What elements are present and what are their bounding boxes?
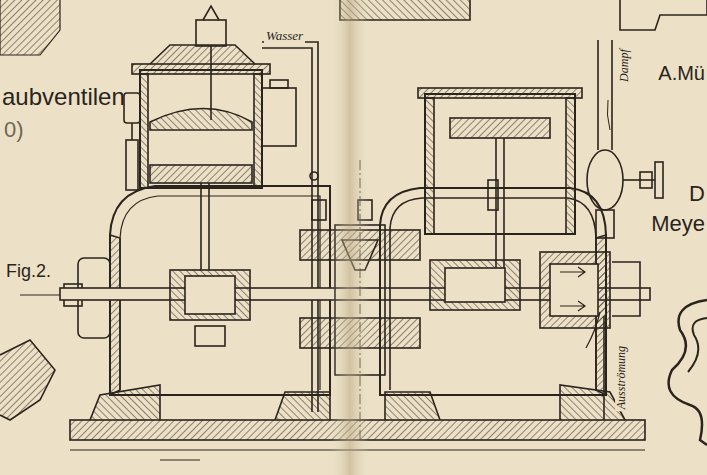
label-text: Meye [651, 212, 705, 236]
label-text: aubventilen [2, 84, 125, 110]
label-text: Dampf [617, 48, 630, 85]
label-text: A.Mü [658, 62, 705, 84]
page-fold [330, 0, 370, 475]
label-text: Fig.2. [6, 262, 51, 282]
label-text: D [689, 182, 705, 206]
label-text: Wasser [264, 29, 305, 43]
label-text: 0) [4, 118, 24, 142]
label-text: Ausströmung [615, 344, 628, 411]
